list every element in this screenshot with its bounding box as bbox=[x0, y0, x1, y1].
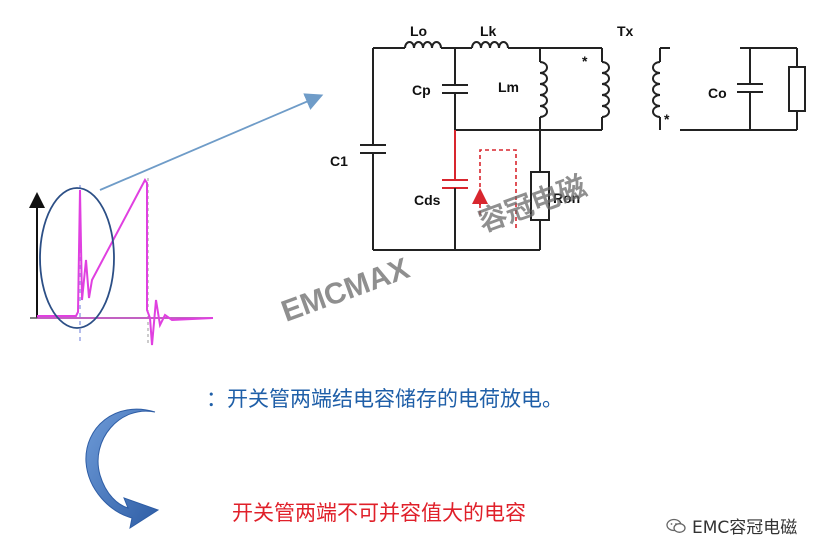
cds-branch bbox=[442, 130, 517, 250]
waveform-plot bbox=[29, 93, 324, 346]
inductor-lk bbox=[471, 41, 509, 49]
label-tx: Tx bbox=[617, 23, 634, 39]
footer-brand: EMC容冠电磁 bbox=[666, 513, 797, 538]
label-co: Co bbox=[708, 85, 727, 101]
load-resistor bbox=[788, 66, 806, 112]
note-discharge: ：开关管两端结电容储存的电荷放电。 bbox=[206, 387, 563, 411]
switch-voltage-waveform bbox=[37, 178, 214, 346]
inductor-lm bbox=[539, 61, 548, 118]
highlight-ellipse bbox=[39, 187, 115, 329]
transformer-secondary bbox=[652, 61, 661, 118]
label-dot-secondary: * bbox=[664, 111, 670, 127]
pointer-arrow bbox=[99, 93, 324, 191]
circuit-schematic bbox=[360, 41, 806, 251]
label-dot-primary: * bbox=[582, 53, 588, 69]
label-lk: Lk bbox=[480, 23, 497, 39]
inductor-lo bbox=[404, 41, 442, 49]
label-cds: Cds bbox=[414, 192, 441, 208]
transformer-primary bbox=[601, 61, 610, 118]
label-c1: C1 bbox=[330, 153, 348, 169]
watermark-emcmax: EMCMAX bbox=[277, 252, 414, 329]
label-lo: Lo bbox=[410, 23, 427, 39]
discharge-loop-path bbox=[479, 149, 517, 230]
footer-brand-text: EMC容冠电磁 bbox=[692, 518, 798, 538]
wechat-icon bbox=[666, 518, 686, 533]
note-warning: 开关管两端不可并容值大的电容 bbox=[232, 501, 526, 525]
label-ron: Ron bbox=[553, 190, 580, 206]
watermark-brand: 容冠电磁 bbox=[474, 169, 591, 238]
curved-arrow-icon bbox=[85, 408, 160, 530]
label-lm: Lm bbox=[498, 79, 519, 95]
label-cp: Cp bbox=[412, 82, 431, 98]
